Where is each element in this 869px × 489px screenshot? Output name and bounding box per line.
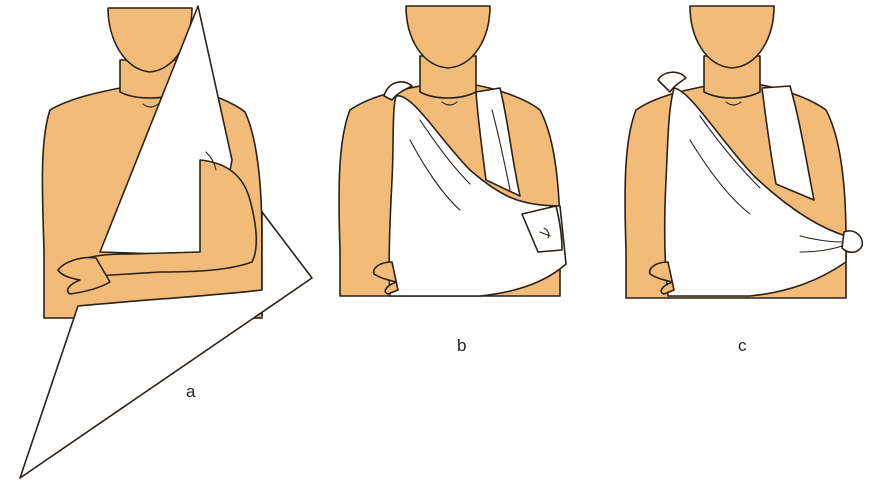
panel-b: b [339, 6, 566, 355]
panel-c-label: c [738, 336, 747, 355]
panel-a-label: a [186, 382, 196, 401]
panel-c-shoulder-knot [658, 72, 686, 92]
panel-b-label: b [457, 336, 466, 355]
panel-b-head [406, 6, 490, 68]
panel-c-elbow-knot [842, 231, 862, 252]
panel-c-head [690, 6, 774, 68]
panel-a: a [20, 6, 312, 478]
panel-c: c [625, 6, 862, 355]
